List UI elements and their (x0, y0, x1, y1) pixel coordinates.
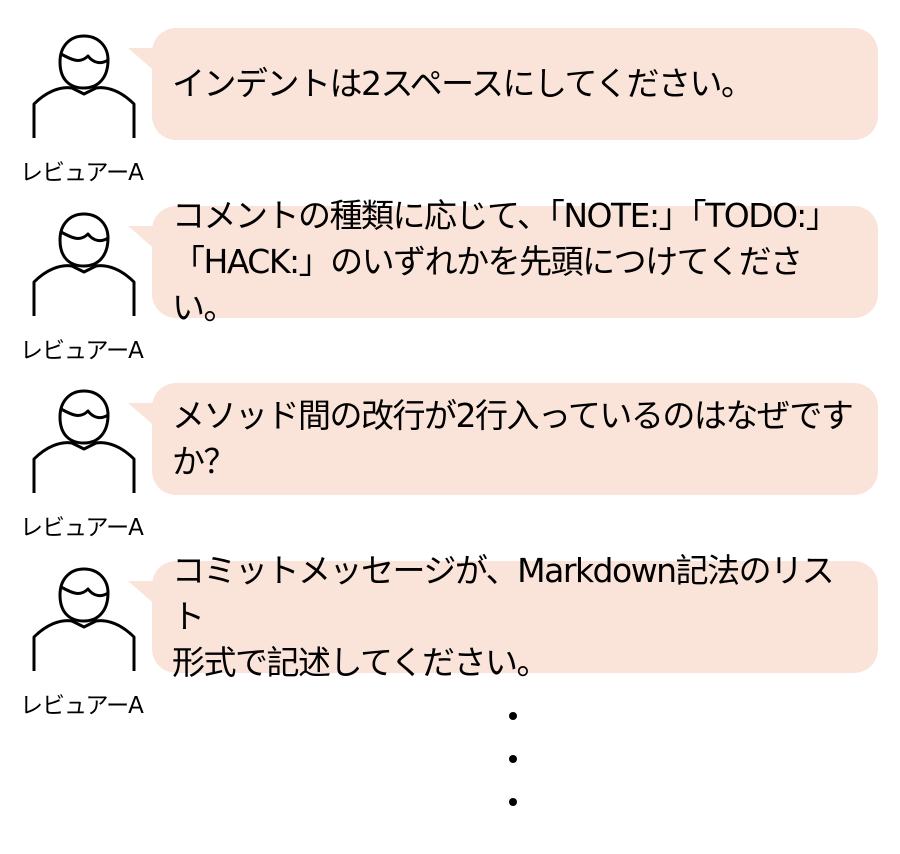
comment-text: コミットメッセージが、Markdown記法のリスト 形式で記述してください。 (172, 551, 835, 682)
comment-row-3: レビュアーA メソッド間の改行が2行入っているのはなぜです か？ (0, 383, 900, 553)
reviewer-name: レビュアーA (20, 693, 144, 719)
person-outline-icon (32, 206, 136, 322)
continuation-dots (509, 712, 521, 822)
comment-text: メソッド間の改行が2行入っているのはなぜです か？ (172, 396, 854, 481)
comment-row-2: レビュアーA コメントの種類に応じて、「NOTE:」「TODO:」 「HACK:… (0, 196, 900, 376)
continuation-dot (509, 755, 517, 763)
reviewer-name: レビュアーA (20, 160, 144, 186)
comment-row-1: レビュアーA インデントは2スペースにしてください。 (0, 28, 900, 198)
speech-bubble: インデントは2スペースにしてください。 (128, 28, 878, 140)
comment-text: コメントの種類に応じて、「NOTE:」「TODO:」 「HACK:」のいずれかを… (172, 196, 839, 327)
person-outline-icon (32, 28, 136, 144)
person-outline-icon (32, 383, 136, 499)
person-outline-icon (32, 561, 136, 677)
speech-bubble: コメントの種類に応じて、「NOTE:」「TODO:」 「HACK:」のいずれかを… (128, 196, 878, 327)
speech-bubble: コミットメッセージが、Markdown記法のリスト 形式で記述してください。 (128, 551, 878, 682)
reviewer-name: レビュアーA (20, 338, 144, 364)
continuation-dot (509, 798, 517, 806)
comment-row-4: レビュアーA コミットメッセージが、Markdown記法のリスト 形式で記述して… (0, 551, 900, 731)
continuation-dot (509, 712, 517, 720)
reviewer-name: レビュアーA (20, 515, 144, 541)
speech-bubble: メソッド間の改行が2行入っているのはなぜです か？ (128, 383, 878, 495)
comment-text: インデントは2スペースにしてください。 (172, 64, 754, 103)
